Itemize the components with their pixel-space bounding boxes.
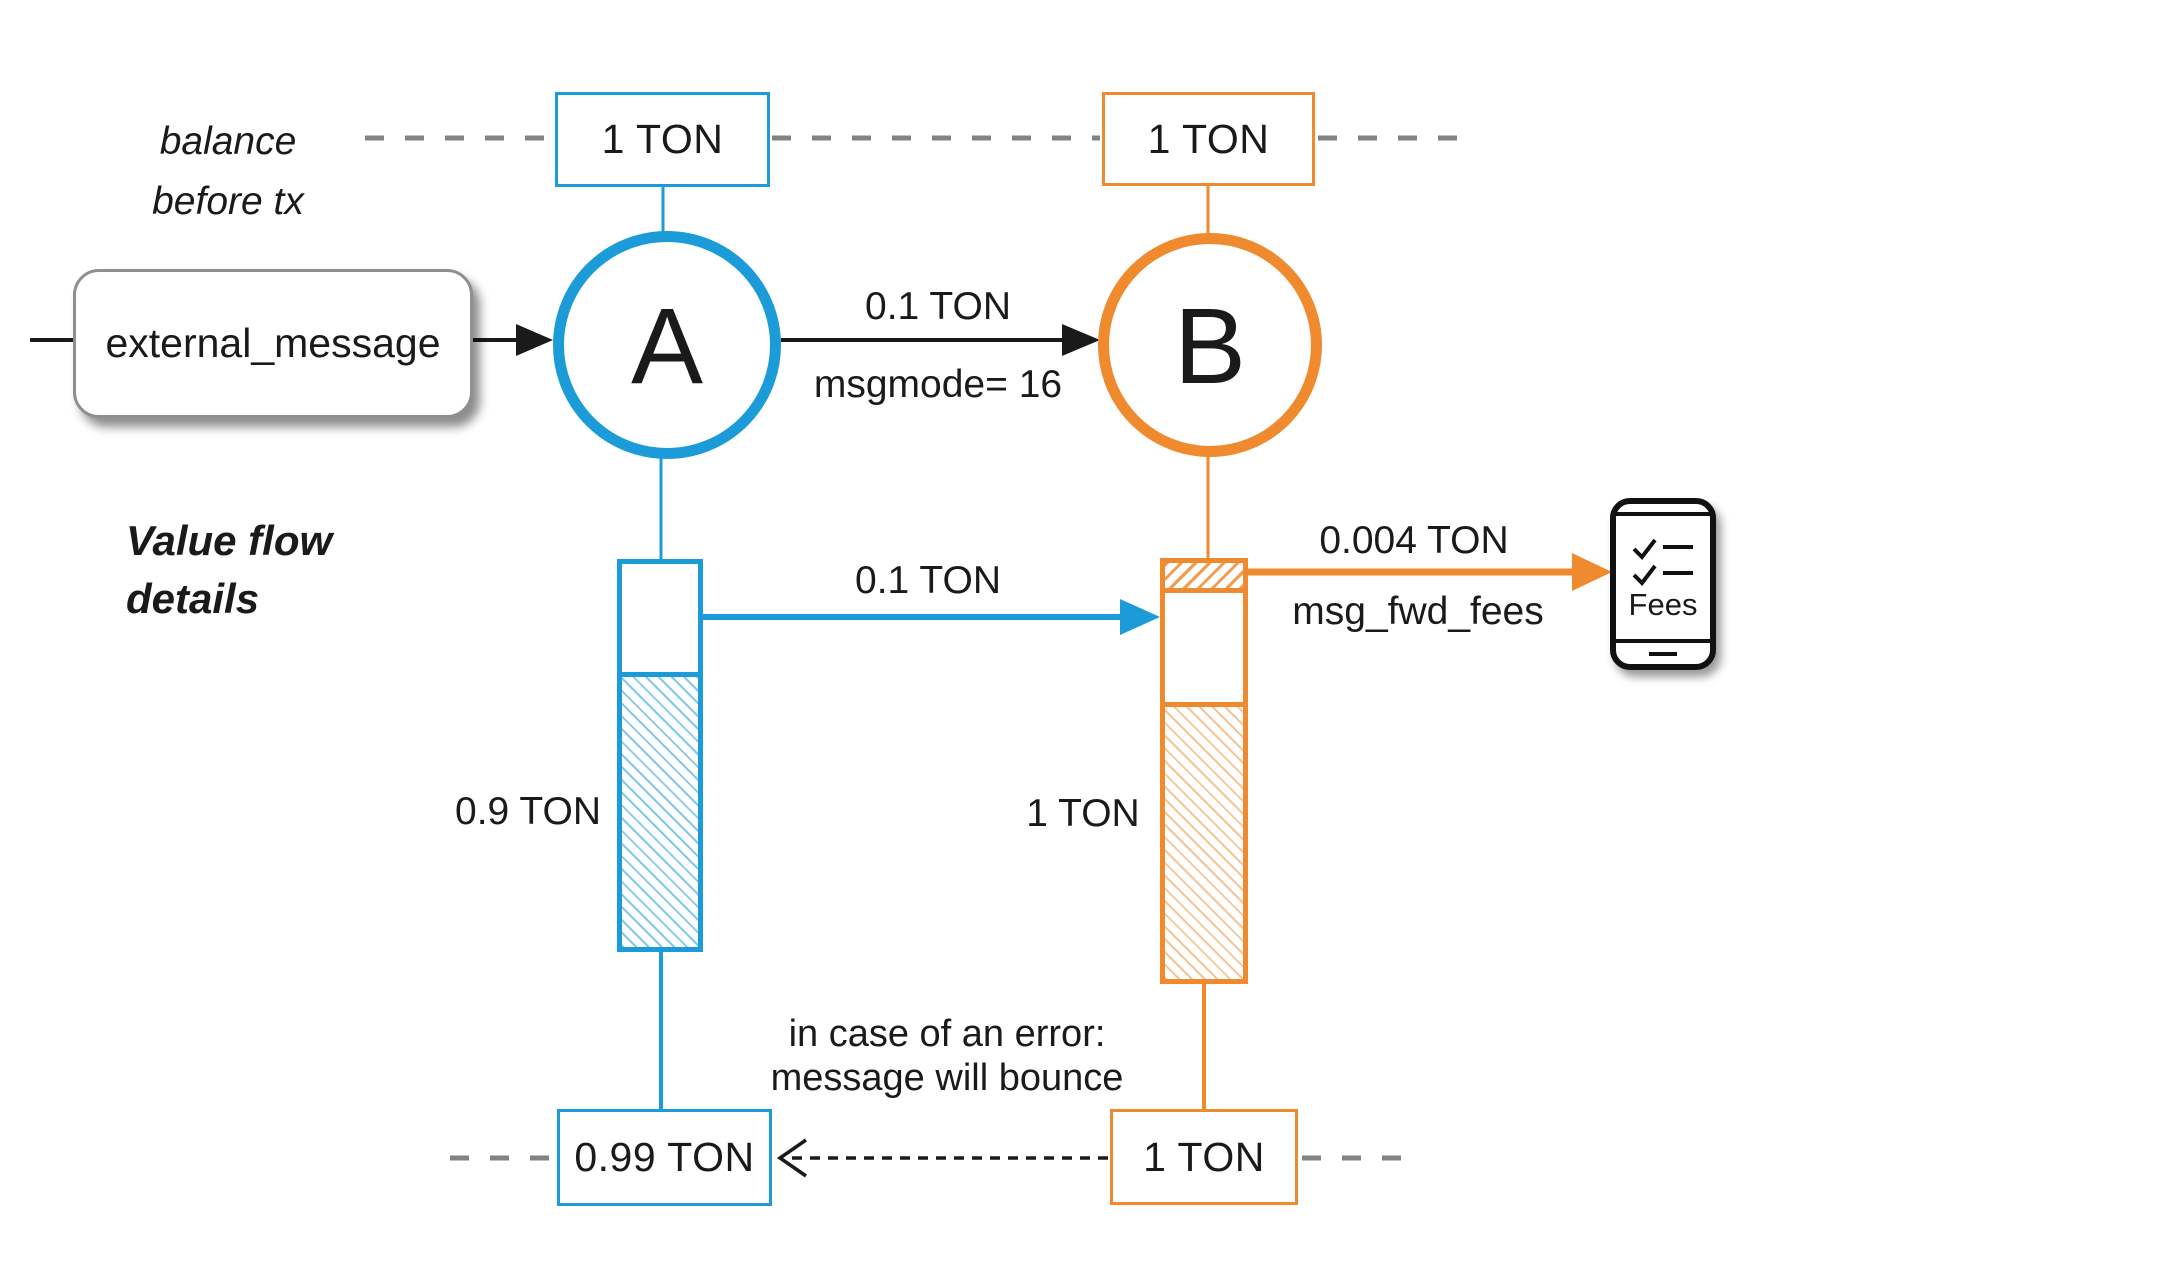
value-transfer-amount-label: 0.1 TON: [855, 559, 1001, 602]
a-to-b-amount-label: 0.1 TON: [865, 285, 1011, 328]
check-icon: [1632, 564, 1657, 587]
bounce-arrowhead: [776, 1138, 807, 1178]
account-b-fee-segment: [1165, 563, 1243, 593]
account-a-remaining-label: 0.9 TON: [455, 790, 601, 833]
account-a-node: A: [553, 231, 781, 459]
external-message-label: external_message: [105, 320, 441, 366]
account-a-value-bar: [617, 559, 703, 952]
account-a-remaining-segment: [622, 672, 698, 947]
a-to-b-arrowhead: [1062, 324, 1100, 356]
phone-top-bezel: [1616, 504, 1710, 516]
account-b-balance-segment: [1165, 702, 1243, 979]
account-b-balance-before-value: 1 TON: [1147, 115, 1270, 162]
fees-checklist-icon: [1632, 538, 1693, 587]
external-message-box: external_message: [73, 269, 473, 418]
account-b-bar-label: 1 TON: [1026, 792, 1140, 835]
account-a-outgoing-segment: [622, 564, 698, 672]
account-b-balance-after-value: 1 TON: [1143, 1133, 1265, 1180]
account-a-letter: A: [630, 284, 704, 406]
account-a-balance-after-value: 0.99 TON: [574, 1134, 755, 1180]
fees-phone-icon: Fees: [1610, 498, 1716, 670]
fee-amount-label: 0.004 TON: [1319, 519, 1509, 562]
account-b-incoming-segment: [1165, 593, 1243, 702]
value-flow-details-line2: details: [126, 575, 260, 622]
account-a-balance-after-box: 0.99 TON: [557, 1109, 772, 1206]
fees-label: Fees: [1628, 587, 1698, 622]
bounce-note: in case of an error: message will bounce: [747, 1012, 1147, 1100]
a-to-b-msgmode-label: msgmode= 16: [813, 363, 1063, 406]
check-icon: [1632, 538, 1657, 561]
balance-before-tx-note: balance before tx: [118, 112, 338, 232]
fee-name-label: msg_fwd_fees: [1292, 590, 1544, 633]
account-a-balance-before-value: 1 TON: [601, 116, 724, 162]
bounce-note-line2: message will bounce: [770, 1057, 1124, 1099]
account-b-letter: B: [1173, 284, 1247, 406]
phone-home-dash: [1649, 651, 1677, 656]
value-flow-details-note: Value flow details: [126, 512, 332, 628]
external-to-a-arrowhead: [516, 324, 553, 356]
value-transfer-arrowhead: [1120, 599, 1160, 635]
account-b-node: B: [1098, 233, 1322, 457]
account-b-value-bar: [1160, 558, 1248, 984]
account-a-balance-before-box: 1 TON: [555, 92, 770, 187]
phone-screen: Fees: [1616, 516, 1710, 639]
phone-bottom-bezel: [1616, 639, 1710, 664]
balance-before-tx-line2: before tx: [152, 180, 304, 223]
account-b-balance-before-box: 1 TON: [1102, 92, 1315, 186]
fee-arrowhead: [1572, 553, 1612, 591]
account-b-balance-after-box: 1 TON: [1110, 1109, 1298, 1205]
bounce-note-line1: in case of an error:: [788, 1013, 1106, 1055]
value-flow-details-line1: Value flow: [126, 517, 333, 564]
balance-before-tx-line1: balance: [159, 120, 297, 163]
